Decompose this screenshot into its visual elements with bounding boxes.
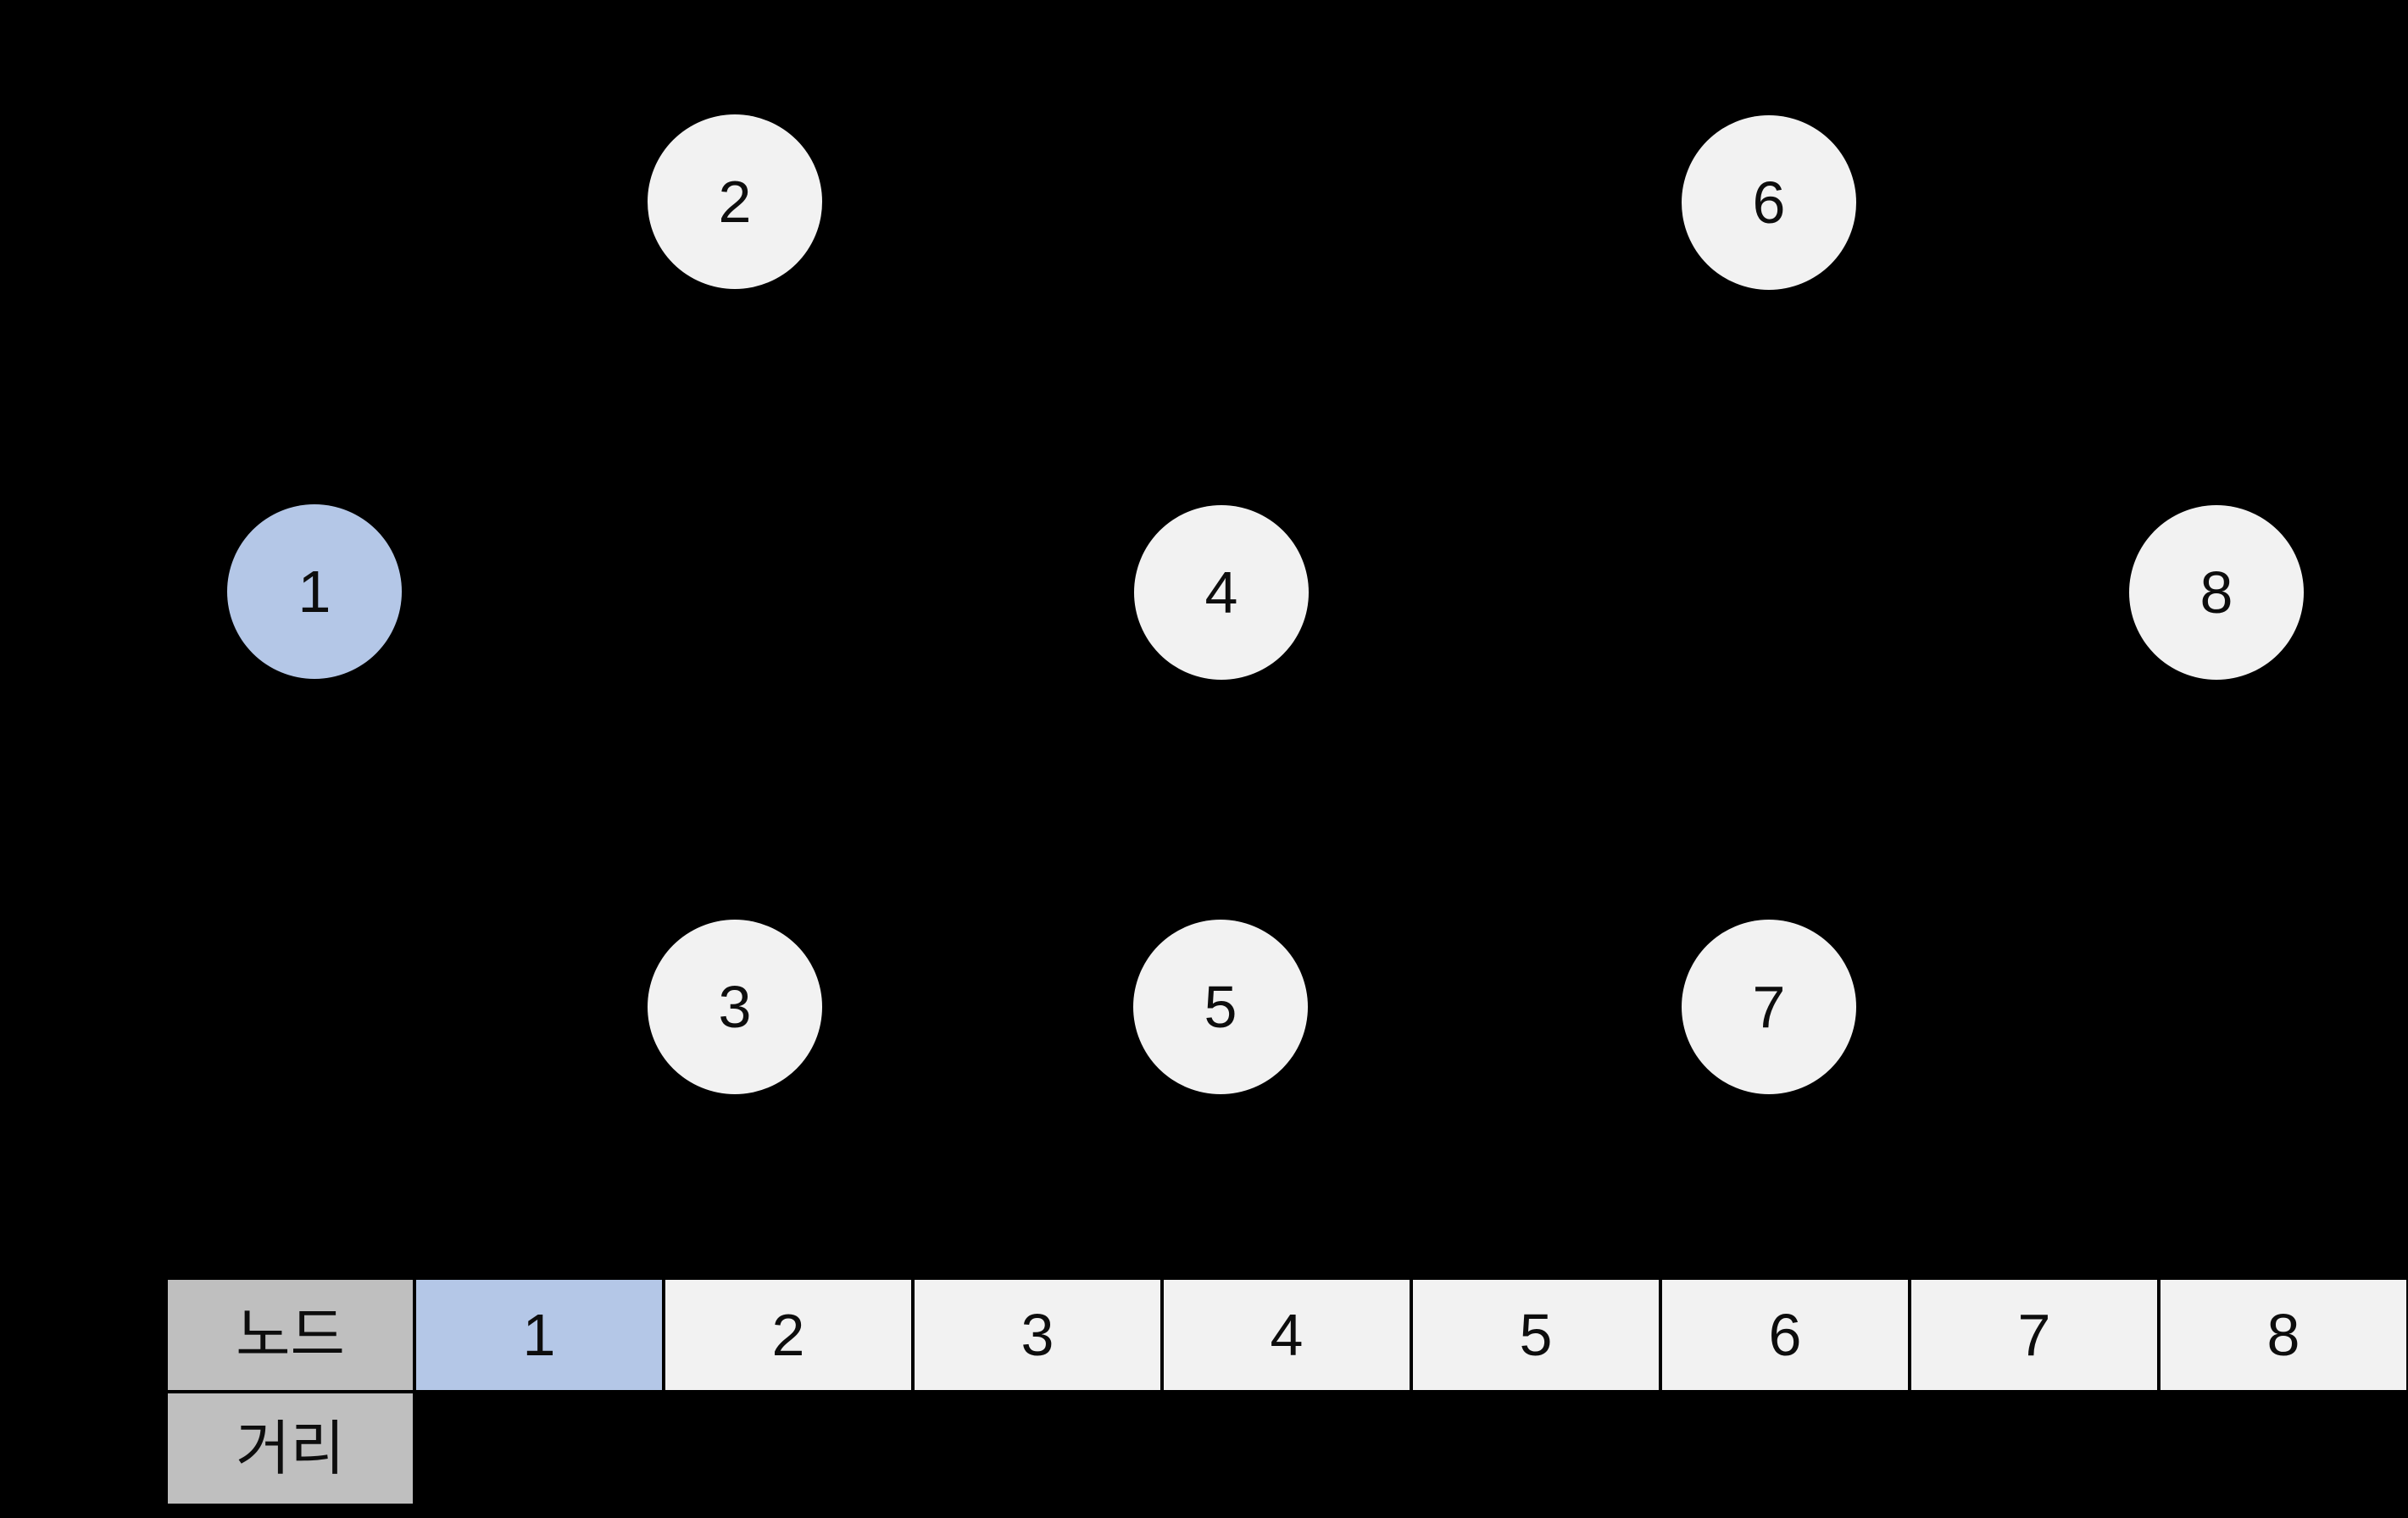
graph-node-2: 2 — [648, 114, 822, 289]
graph-node-8: 8 — [2129, 505, 2304, 680]
table-header-distance: 거리 — [168, 1393, 413, 1504]
table-node-cell-3: 3 — [915, 1280, 1160, 1390]
table-node-cell-7: 7 — [1911, 1280, 2157, 1390]
table-distance-cell-3 — [915, 1393, 1160, 1504]
table-node-cell-5: 5 — [1413, 1280, 1659, 1390]
graph-node-3-label: 3 — [718, 974, 752, 1040]
graph-node-3: 3 — [648, 920, 822, 1094]
graph-node-4-label: 4 — [1204, 559, 1238, 626]
table-node-cell-2: 2 — [665, 1280, 911, 1390]
table-distance-cell-6 — [1662, 1393, 1908, 1504]
graph-node-1: 1 — [227, 504, 402, 679]
graph-node-7: 7 — [1682, 920, 1856, 1094]
graph-node-6-label: 6 — [1752, 170, 1786, 236]
table-distance-cell-5 — [1413, 1393, 1659, 1504]
table-distance-cell-8 — [2161, 1393, 2406, 1504]
table-distance-cell-1 — [416, 1393, 662, 1504]
table-node-cell-8: 8 — [2161, 1280, 2406, 1390]
graph-node-6: 6 — [1682, 115, 1856, 290]
table-node-cell-4: 4 — [1164, 1280, 1410, 1390]
graph-node-5: 5 — [1133, 920, 1308, 1094]
graph-node-5-label: 5 — [1204, 974, 1237, 1040]
table-node-cell-1: 1 — [416, 1280, 662, 1390]
table-node-cell-6: 6 — [1662, 1280, 1908, 1390]
table-distance-cell-4 — [1164, 1393, 1410, 1504]
graph-node-7-label: 7 — [1752, 974, 1786, 1040]
graph-node-4: 4 — [1134, 505, 1309, 680]
table-distance-cell-2 — [665, 1393, 911, 1504]
graph-node-2-label: 2 — [718, 169, 752, 235]
graph-node-1-label: 1 — [298, 559, 331, 625]
graph-node-8-label: 8 — [2199, 559, 2233, 626]
distance-table: 노드 1 2 3 4 5 6 7 8 거리 — [168, 1280, 2406, 1504]
table-distance-cell-7 — [1911, 1393, 2157, 1504]
table-header-node: 노드 — [168, 1280, 413, 1390]
